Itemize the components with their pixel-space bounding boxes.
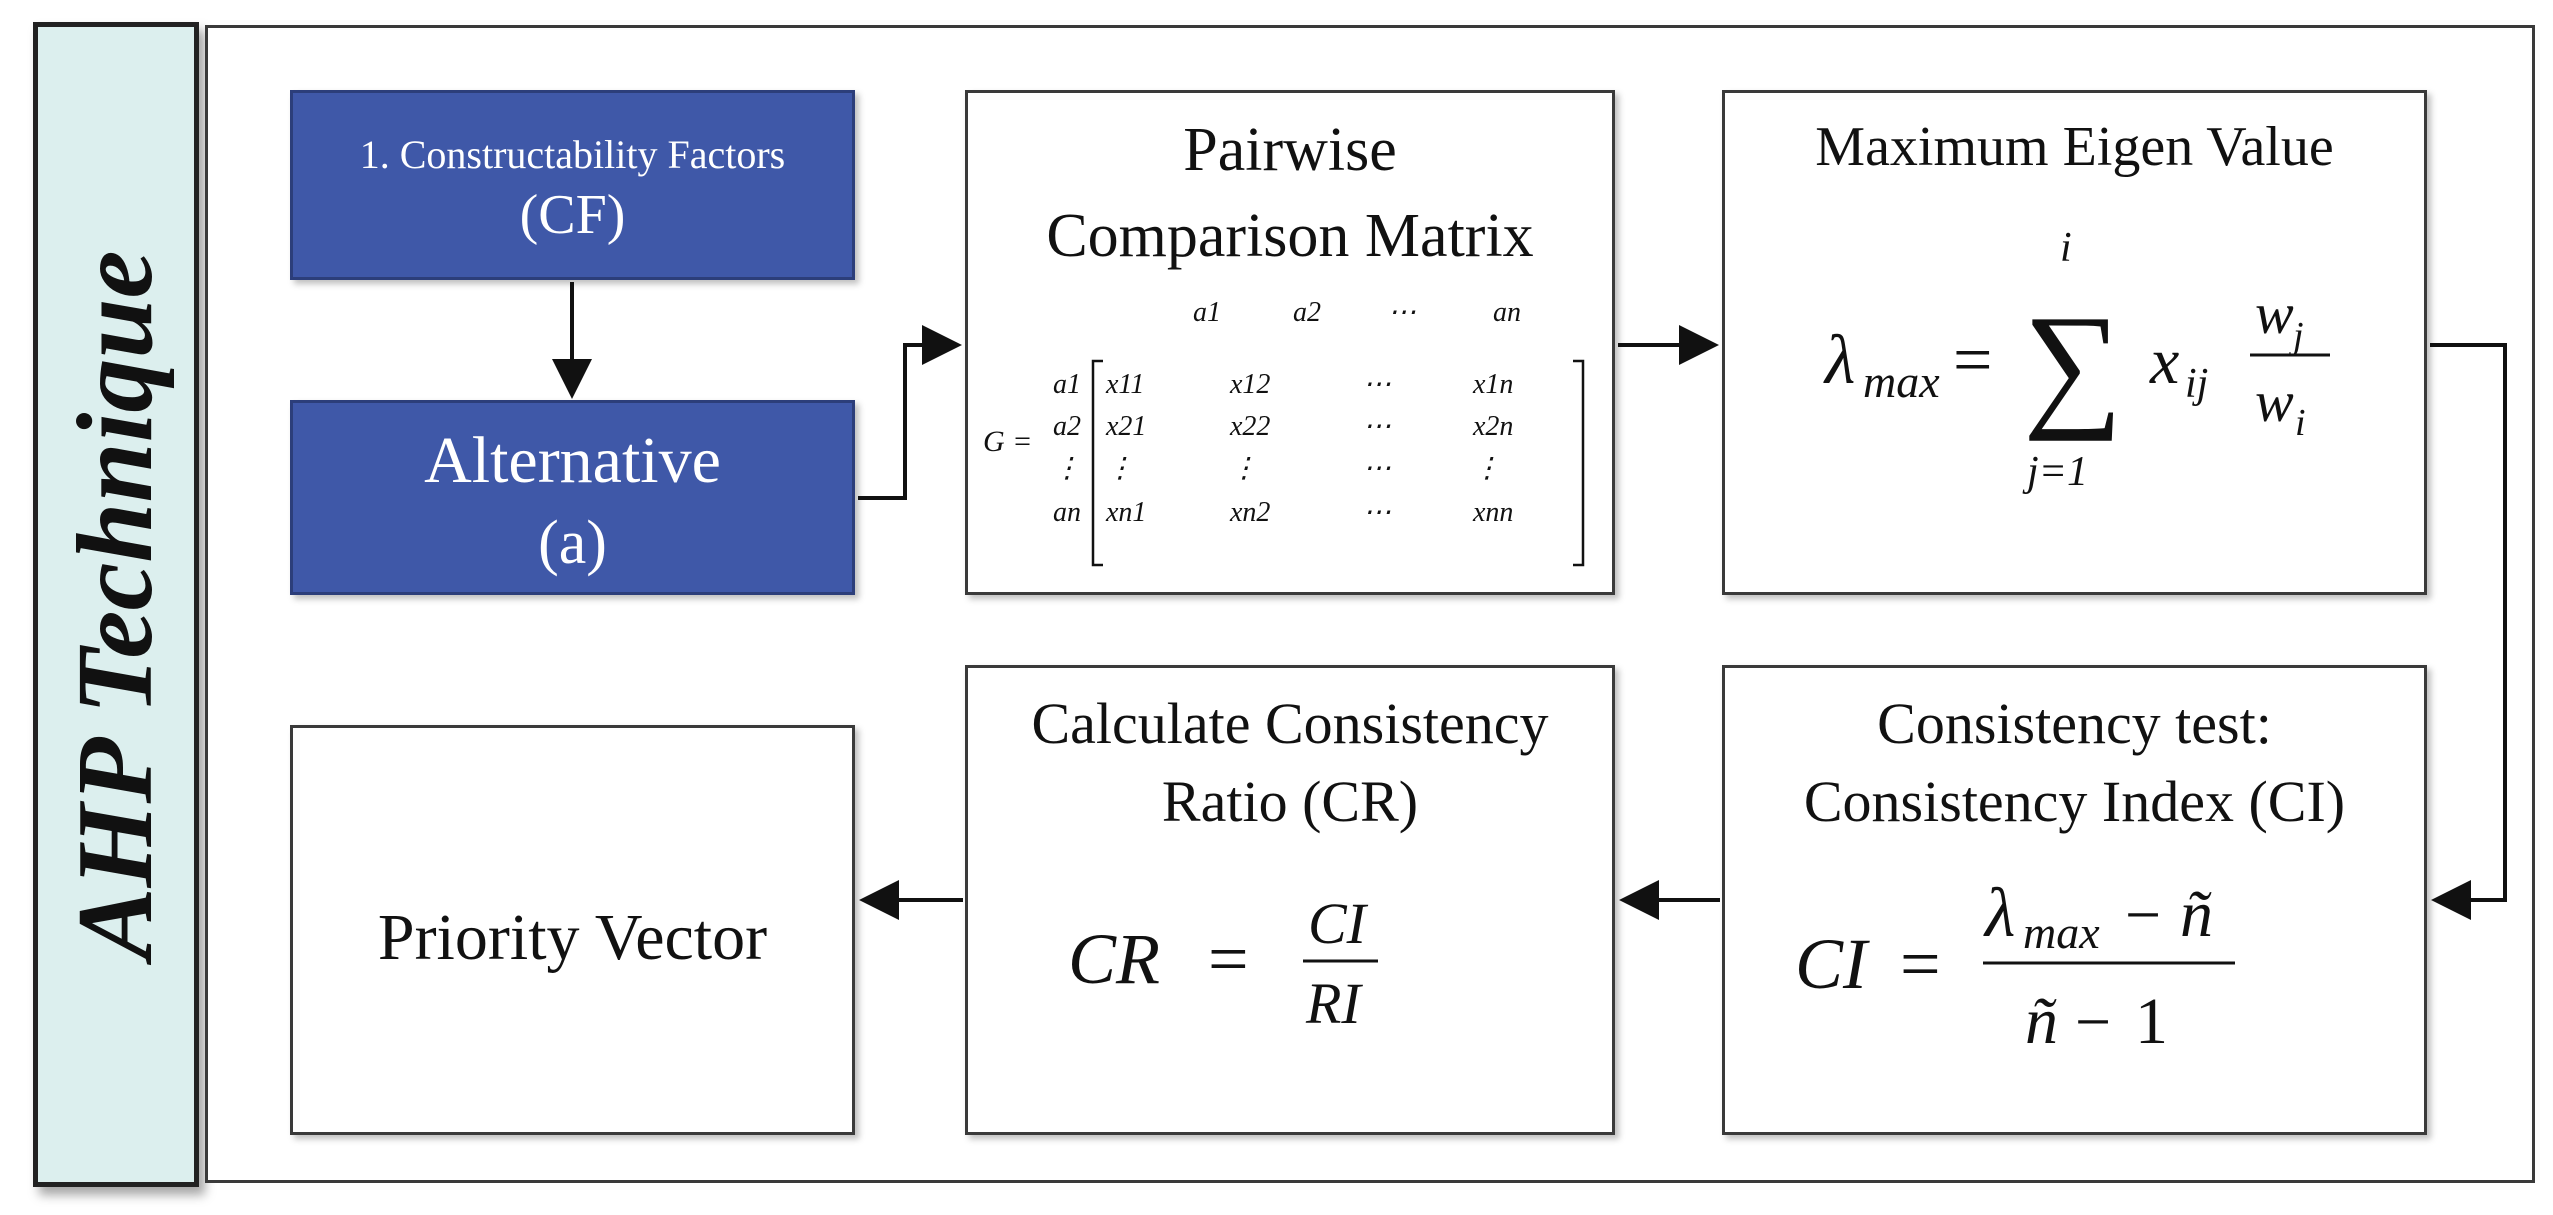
pairwise-comparison-box: Pairwise Comparison Matrix G = a1 a2 ⋯ an a… <box>965 90 1615 595</box>
matrix-cell: x21 <box>1105 411 1146 442</box>
matrix-cell: x22 <box>1229 411 1270 442</box>
w-denominator: w <box>2255 369 2294 434</box>
priority-vector-box: Priority Vector <box>290 725 855 1135</box>
equals-sign: = <box>1953 322 1992 399</box>
ci-n-top: ñ <box>2180 878 2213 951</box>
matrix-row-header: ⋮ <box>1053 453 1081 484</box>
w-numerator: w <box>2255 281 2294 346</box>
ci-n-bottom: ñ <box>2025 985 2058 1058</box>
ci-formula: CI = λ max − ñ ñ − 1 <box>1795 875 2235 1058</box>
matrix-cell: xnn <box>1472 497 1513 528</box>
matrix-cell: x1n <box>1472 369 1513 400</box>
matrix-cell: x11 <box>1105 369 1144 400</box>
ci-minus-bottom: − <box>2075 986 2111 1057</box>
matrix-row-header: a1 <box>1053 369 1081 400</box>
consistency-ratio-title-line1: Calculate Consistency <box>1031 691 1549 756</box>
constructability-factors-label: 1. Constructability Factors <box>359 132 786 177</box>
ci-equals: = <box>1900 924 1941 1004</box>
pairwise-title-line2: Comparison Matrix <box>1046 202 1534 270</box>
w-denominator-subscript: i <box>2295 402 2306 444</box>
cr-symbol: CR <box>1068 919 1160 999</box>
ci-one: 1 <box>2135 985 2168 1058</box>
arrow-alternative-to-pairwise <box>858 325 962 500</box>
eigen-title: Maximum Eigen Value <box>1815 116 2334 178</box>
x-subscript: ij <box>2185 361 2208 407</box>
matrix-cell: xn2 <box>1229 497 1270 528</box>
matrix-right-bracket <box>1573 359 1585 567</box>
matrix-label: G = <box>983 425 1032 458</box>
alternative-abbr: (a) <box>538 509 607 577</box>
consistency-ratio-box: Calculate Consistency Ratio (CR) CR = CI… <box>965 665 1615 1135</box>
consistency-ratio-title-line2: Ratio (CR) <box>1161 769 1419 834</box>
constructability-factors-abbr: (CF) <box>519 184 626 246</box>
consistency-test-title-line2: Consistency Index (CI) <box>1803 769 2346 834</box>
arrow-eigen-to-consistency-test <box>2430 343 2507 920</box>
matrix-cell: x12 <box>1229 369 1270 400</box>
maximum-eigen-value-box: Maximum Eigen Value λ max = i ∑ j=1 x ij… <box>1722 90 2427 595</box>
ci-lambda-subscript: max <box>2023 907 2100 958</box>
side-title-panel: AHP Technique <box>33 22 199 1187</box>
x-term: x <box>2149 325 2179 398</box>
ci-symbol: CI <box>1795 924 1870 1004</box>
matrix-cell: xn1 <box>1105 497 1146 528</box>
matrix-cell: ⋯ <box>1363 411 1391 442</box>
priority-vector-label: Priority Vector <box>377 901 768 974</box>
consistency-test-box: Consistency test: Consistency Index (CI)… <box>1722 665 2427 1135</box>
cr-equals: = <box>1208 919 1249 999</box>
sum-lower-limit: j=1 <box>2022 449 2088 495</box>
matrix-col-header: an <box>1493 297 1521 328</box>
matrix-cell: ⋯ <box>1363 497 1391 528</box>
comparison-matrix: G = a1 a2 ⋯ an a1 a2 ⋮ an x11 x12 ⋯ x1n x21 x22 ⋯ x2n… <box>983 297 1585 567</box>
alternative-label: Alternative <box>424 424 721 497</box>
alternative-box: Alternative (a) <box>290 400 855 595</box>
pairwise-title-line1: Pairwise <box>1183 116 1397 184</box>
sum-sign: ∑ <box>2023 287 2123 442</box>
matrix-cell: ⋮ <box>1106 453 1134 484</box>
matrix-row-header: an <box>1053 497 1081 528</box>
matrix-row-header: a2 <box>1053 411 1081 442</box>
matrix-cell: ⋯ <box>1363 453 1391 484</box>
matrix-cell: x2n <box>1472 411 1513 442</box>
ci-minus-top: − <box>2125 879 2161 950</box>
matrix-cell: ⋯ <box>1363 369 1391 400</box>
cr-formula: CR = CI RI <box>1068 891 1378 1036</box>
eigen-formula: λ max = i ∑ j=1 x ij w j w i <box>1823 225 2330 495</box>
matrix-col-header: a2 <box>1293 297 1321 328</box>
matrix-left-bracket <box>1091 359 1103 567</box>
matrix-col-header: a1 <box>1193 297 1221 328</box>
ci-lambda: λ <box>1983 875 2015 952</box>
cr-numerator: CI <box>1308 891 1369 956</box>
matrix-col-header: ⋯ <box>1388 297 1416 328</box>
consistency-test-title-line1: Consistency test: <box>1877 691 2272 756</box>
cr-denominator: RI <box>1305 971 1363 1036</box>
matrix-cell: ⋮ <box>1473 453 1501 484</box>
lambda-symbol: λ <box>1823 322 1855 399</box>
lambda-subscript: max <box>1863 356 1940 407</box>
sum-upper-limit: i <box>2060 225 2072 271</box>
matrix-cell: ⋮ <box>1230 453 1258 484</box>
constructability-factors-box: 1. Constructability Factors (CF) <box>290 90 855 280</box>
